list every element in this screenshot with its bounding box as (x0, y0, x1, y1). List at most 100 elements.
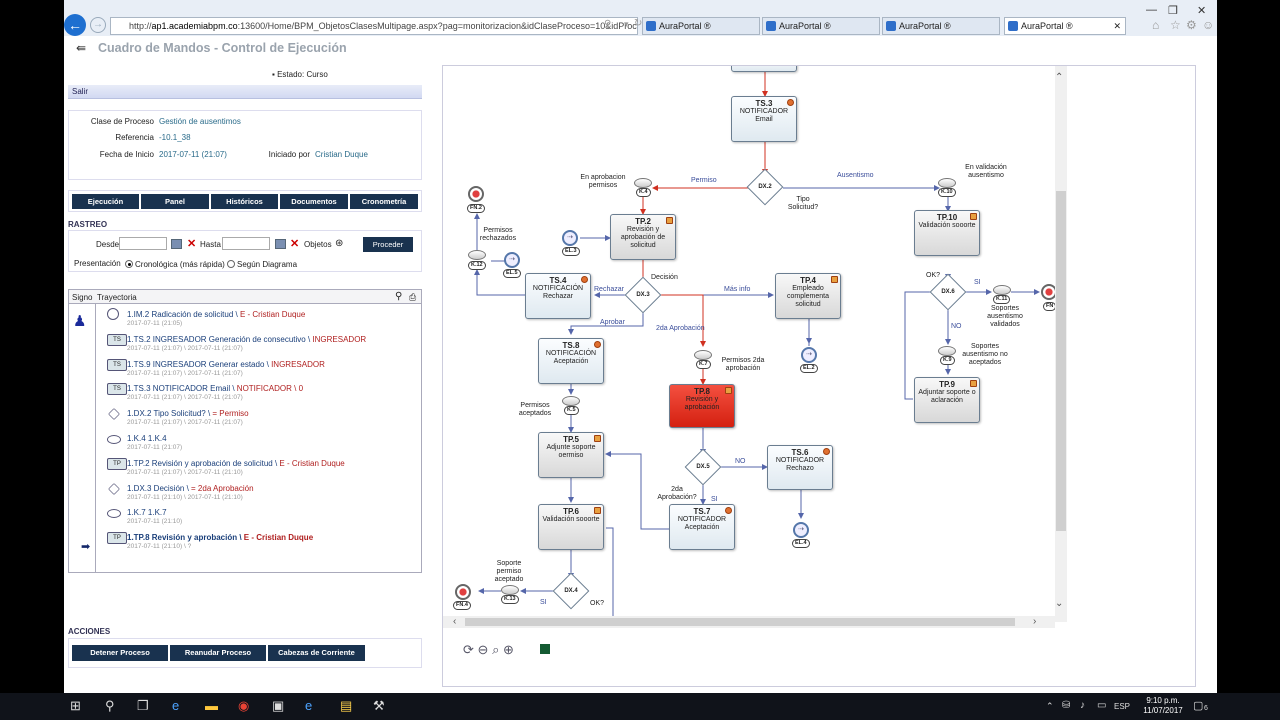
close-tab-icon[interactable]: ✕ (1113, 21, 1121, 31)
link-event-el3[interactable]: ⇢ (562, 230, 578, 246)
detener-proceso-button[interactable]: Detener Proceso (72, 645, 168, 661)
historicos-button[interactable]: Históricos (211, 194, 278, 209)
connector-k13[interactable] (501, 585, 519, 595)
tab-2[interactable]: AuraPortal ® (762, 17, 880, 35)
notifications-icon[interactable]: ▢ (1193, 700, 1204, 712)
restore-icon[interactable]: ❐ (1168, 5, 1178, 17)
zoom-out-icon[interactable]: ⊖ (477, 642, 489, 657)
volume-icon[interactable]: ♪ (1080, 700, 1085, 711)
chrome-icon[interactable]: ◉ (238, 698, 250, 713)
sticky-notes-icon[interactable]: ▤ (340, 698, 353, 713)
scroll-right-icon[interactable]: › (1033, 616, 1037, 627)
cabezas-corriente-button[interactable]: Cabezas de Corriente (268, 645, 365, 661)
proceder-button[interactable]: Proceder (363, 237, 413, 252)
end-event-fn[interactable] (1041, 284, 1055, 300)
segun-diagrama-radio[interactable] (227, 260, 235, 268)
diagram-hscroll-thumb[interactable] (465, 618, 1015, 626)
row-title[interactable]: 1.DX.2 Tipo Solicitud? \ = Permiso (127, 409, 249, 418)
scroll-up-icon[interactable]: ⌃ (1055, 72, 1064, 83)
search-icon[interactable]: ⚲ (395, 291, 403, 302)
connector-k5[interactable] (562, 396, 580, 406)
smiley-icon[interactable]: ☺ (1202, 18, 1215, 32)
row-title[interactable]: 1.TS.2 INGRESADOR Generación de consecut… (127, 335, 366, 344)
dropdown-icon[interactable]: ▾ (624, 19, 629, 29)
row-title[interactable]: 1.DX.3 Decisión \ = 2da Aprobación (127, 484, 254, 493)
tab-1[interactable]: AuraPortal ® (642, 17, 760, 35)
row-title[interactable]: 1.TP.8 Revisión y aprobación \ E - Crist… (127, 533, 313, 542)
documentos-button[interactable]: Documentos (280, 194, 348, 209)
settings-gear-icon[interactable]: ⚙ (1186, 18, 1197, 32)
favorites-icon[interactable]: ☆ (1170, 18, 1181, 32)
home-icon[interactable]: ⌂ (1152, 18, 1160, 32)
reanudar-proceso-button[interactable]: Reanudar Proceso (170, 645, 266, 661)
tab-4-active[interactable]: AuraPortal ®✕ (1004, 17, 1126, 35)
scroll-down-icon[interactable]: ⌄ (1055, 598, 1064, 609)
calendar-icon[interactable] (275, 239, 286, 249)
link-event-el4[interactable]: ⇢ (793, 522, 809, 538)
row-title[interactable]: 1.TS.3 NOTIFICADOR Email \ NOTIFICADOR \… (127, 384, 303, 393)
connector-k12[interactable] (468, 250, 486, 260)
battery-icon[interactable]: ▭ (1097, 700, 1107, 711)
row-title[interactable]: 1.K.4 1.K.4 (127, 434, 167, 443)
zoom-fit-icon[interactable]: ⌕ (492, 642, 500, 657)
salir-link[interactable]: Salir (68, 85, 422, 99)
connector-k10[interactable] (938, 178, 956, 188)
edge-icon[interactable]: e (172, 698, 180, 713)
rotate-icon[interactable]: ⟳ (463, 642, 474, 657)
end-event-fn2[interactable] (468, 186, 484, 202)
link-event-el2[interactable]: ⇢ (801, 347, 817, 363)
link-event-el5[interactable]: ⇢ (504, 252, 520, 268)
calendar-icon[interactable] (171, 239, 182, 249)
row-title[interactable]: 1.IM.2 Radicación de solicitud \ E - Cri… (127, 310, 305, 319)
task-view-icon[interactable]: ❐ (137, 698, 149, 713)
export-excel-icon[interactable] (539, 644, 550, 654)
print-icon[interactable]: ⎙ (409, 292, 417, 302)
file-explorer-icon[interactable]: ▬ (205, 698, 218, 713)
exit-arrow-icon[interactable]: ⇚ (76, 41, 87, 55)
tray-chevron-icon[interactable]: ⌃ (1046, 701, 1054, 711)
hasta-input[interactable] (222, 237, 270, 250)
forward-button[interactable]: → (90, 17, 106, 33)
minimize-icon[interactable]: — (1146, 4, 1157, 16)
row-title[interactable]: 1.TP.2 Revisión y aprobación de solicitu… (127, 459, 345, 468)
table-row[interactable]: 1.IM.2 Radicación de solicitud \ E - Cri… (69, 307, 421, 331)
network-icon[interactable]: ⛁ (1062, 700, 1071, 711)
back-button[interactable]: ← (64, 14, 86, 36)
search-icon[interactable]: ⚲ (105, 698, 115, 713)
clear-desde-icon[interactable]: ✕ (187, 238, 197, 250)
node-top-partial[interactable] (731, 66, 797, 72)
desde-input[interactable] (119, 237, 167, 250)
ie-icon[interactable]: e (305, 698, 313, 713)
cronologica-radio[interactable] (125, 260, 133, 268)
end-event-fn4[interactable] (455, 584, 471, 600)
address-bar[interactable]: http://ap1.academiabpm.co:13600/Home/BPM… (110, 17, 638, 35)
refresh-icon[interactable]: ↻ (634, 18, 643, 29)
zoom-in-icon[interactable]: ⊕ (502, 642, 514, 657)
start-windows-icon[interactable]: ⊞ (70, 698, 81, 713)
row-title[interactable]: 1.K.7 1.K.7 (127, 508, 167, 517)
connector-k7[interactable] (694, 350, 712, 360)
language-indicator[interactable]: ESP (1114, 702, 1131, 711)
scroll-left-icon[interactable]: ‹ (453, 616, 457, 627)
ejecucion-button[interactable]: Ejecución (72, 194, 139, 209)
